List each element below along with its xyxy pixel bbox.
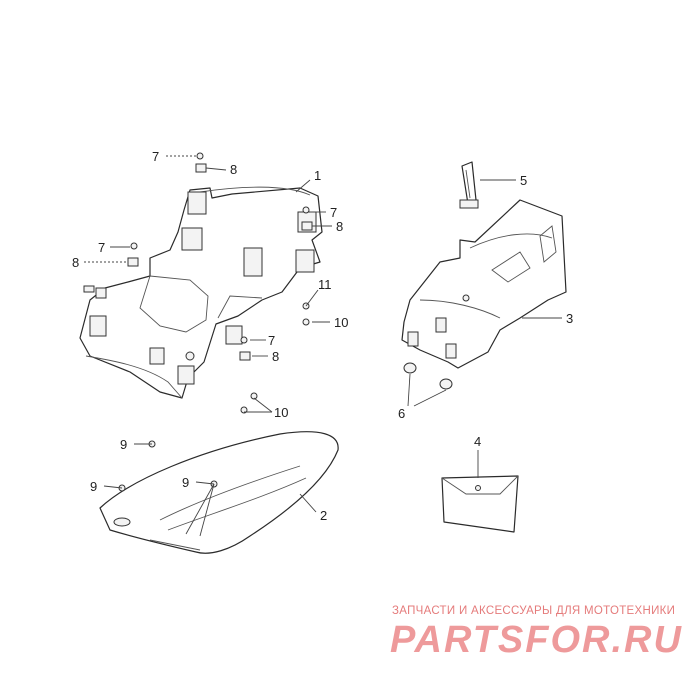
part-4-tool-bag: [441, 475, 519, 533]
watermark-tagline: ЗАПЧАСТИ И АКСЕССУАРЫ ДЛЯ МОТОТЕХНИКИ: [392, 605, 676, 617]
callout-9: 9: [120, 437, 127, 452]
callout-6: 6: [398, 406, 405, 421]
callout-8: 8: [230, 162, 237, 177]
leader-lines: [84, 155, 562, 537]
callout-11: 11: [318, 277, 332, 292]
watermark-logo-text: PARTSFOR.RU: [390, 619, 683, 658]
callout-7: 7: [152, 149, 159, 164]
callout-1: 1: [314, 168, 321, 183]
callout-8: 8: [72, 255, 79, 270]
callout-7: 7: [268, 333, 275, 348]
callout-2: 2: [320, 508, 327, 523]
watermark-logo: PARTSFOR.RU: [390, 619, 683, 658]
callout-10: 10: [334, 315, 348, 330]
hardware-group: [83, 152, 313, 414]
part-1-mudguard-bracket: [79, 186, 323, 399]
callout-8: 8: [336, 219, 343, 234]
part-3-splash-guard: [401, 199, 567, 369]
callout-4: 4: [474, 434, 481, 449]
callout-9: 9: [90, 479, 97, 494]
callout-8: 8: [272, 349, 279, 364]
callout-7: 7: [330, 205, 337, 220]
callout-labels: 7 8 1 7 8 7 8 11 10 7 8 10 9 9 9 2 3 5 4…: [72, 149, 573, 523]
part-6-grommets: [403, 362, 453, 390]
part-5-strap: [459, 161, 479, 209]
callout-3: 3: [566, 311, 573, 326]
part-2-rear-fender: [99, 431, 339, 554]
callout-7: 7: [98, 240, 105, 255]
callout-10: 10: [274, 405, 288, 420]
callout-9: 9: [182, 475, 189, 490]
callout-5: 5: [520, 173, 527, 188]
